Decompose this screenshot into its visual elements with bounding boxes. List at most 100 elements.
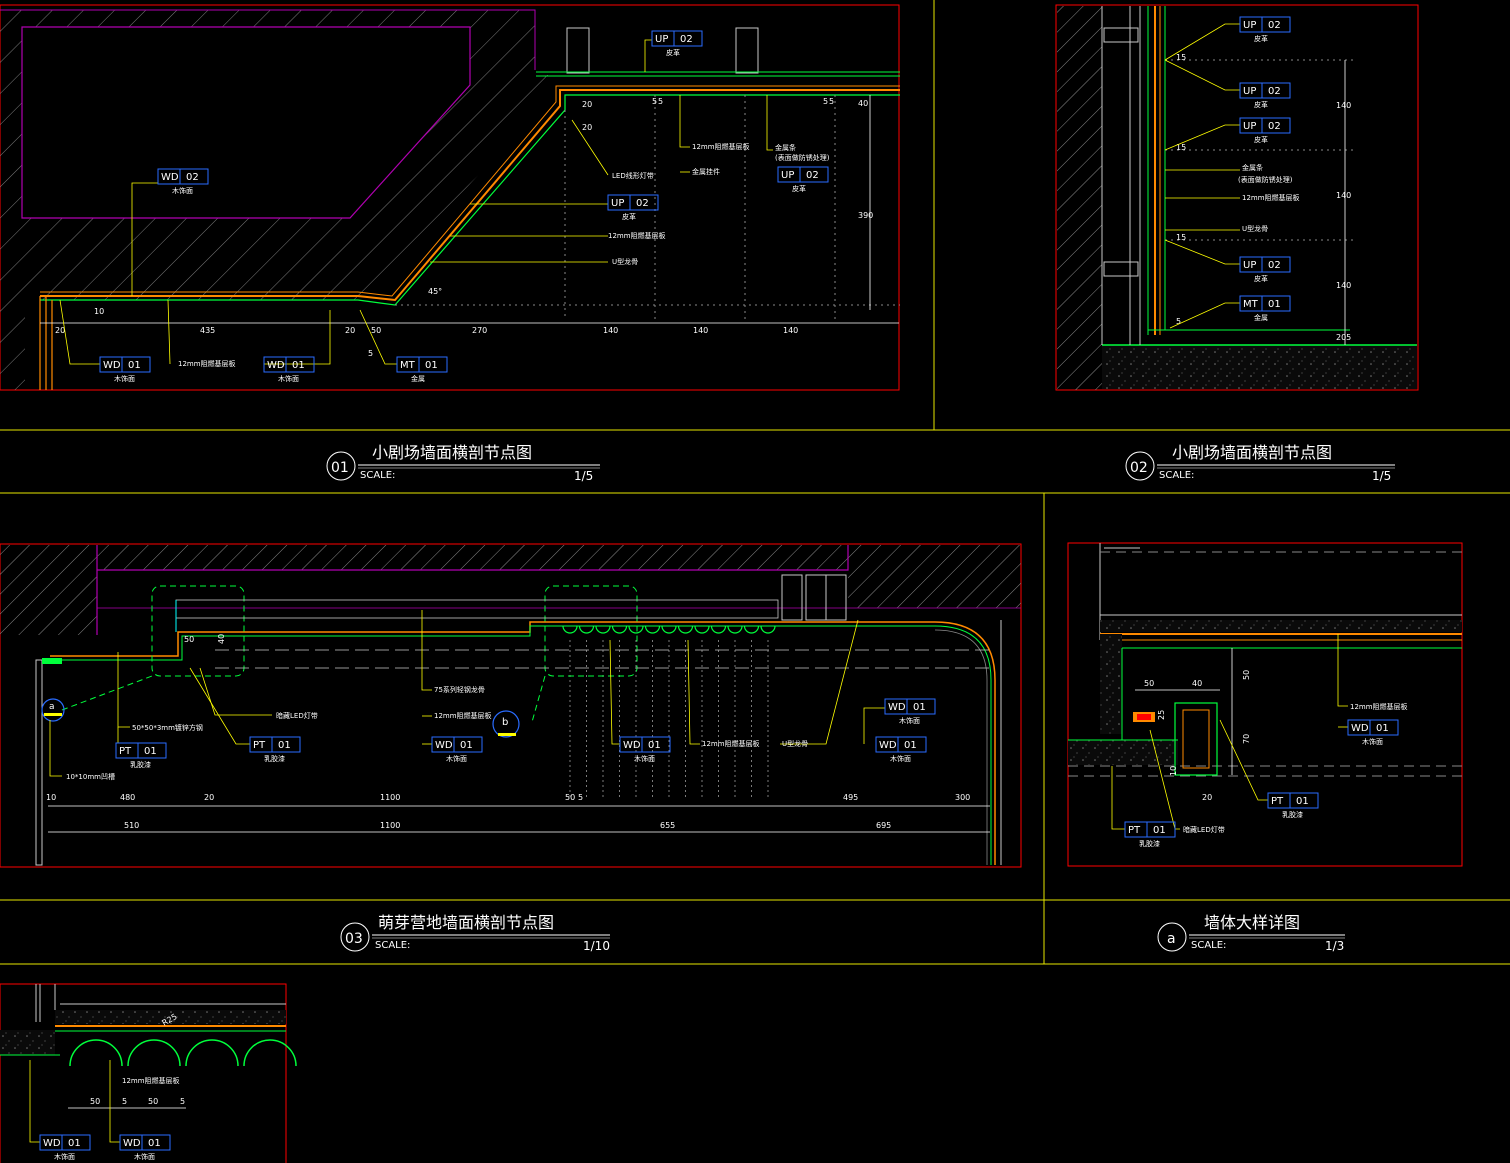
dim-label: 10 [1169, 766, 1178, 776]
drawing-number: 01 [331, 460, 349, 476]
dim-label: 1100 [380, 793, 400, 802]
tag-code: PT [1271, 796, 1284, 807]
detail-a-wall: 50 40 50 70 10 20 25 12mm阻燃基层板 暗藏LED灯带 W… [1067, 542, 1463, 867]
drawing-number: 02 [1130, 460, 1148, 476]
tag-code: WD [103, 360, 121, 371]
tag-number: 02 [680, 34, 693, 45]
scallop-ribs [69, 1039, 297, 1067]
tag-code: MT [400, 360, 416, 371]
tag-number: 02 [186, 172, 199, 183]
scallop-ribs [562, 625, 776, 800]
dim-label: 15 [1176, 143, 1186, 152]
dim-label: 20 [582, 100, 592, 109]
tag-code: PT [1128, 825, 1141, 836]
scallop-rib [710, 625, 727, 634]
tag-code: WD [43, 1138, 61, 1149]
dim-label: 15 [1176, 53, 1186, 62]
scale-label: SCALE: [1191, 940, 1226, 951]
tag-code: UP [781, 170, 794, 181]
dim-label: 5 [823, 97, 828, 106]
tag-number: 01 [648, 740, 661, 751]
drawing-number: 03 [345, 931, 363, 947]
drawing-title: 小剧场墙面横剖节点图 [1172, 443, 1332, 462]
tag-code: WD [1351, 723, 1369, 734]
dim-label: 50 [90, 1097, 100, 1106]
dim-label: 205 [1336, 333, 1351, 342]
scallop-rib [578, 625, 595, 634]
tag-material: 皮革 [792, 184, 806, 193]
note-text: 暗藏LED灯带 [1183, 825, 1225, 834]
dim-label: 495 [843, 793, 858, 802]
material-tag: WD 01 木饰面 [619, 736, 671, 763]
tag-material: 木饰面 [634, 754, 655, 763]
tag-code: WD [123, 1138, 141, 1149]
dim-label: 40 [858, 99, 868, 108]
tag-code: WD [435, 740, 453, 751]
tag-material: 乳胶漆 [1139, 839, 1160, 848]
title-block-01: 01 小剧场墙面横剖节点图 SCALE: 1/5 [326, 443, 600, 483]
tag-material: 木饰面 [1362, 737, 1383, 746]
note-text: 金属条 [1242, 163, 1263, 172]
tag-number: 01 [913, 702, 926, 713]
dim-label: 5 [658, 97, 663, 106]
dim-label: 140 [603, 326, 618, 335]
tag-material: 木饰面 [54, 1152, 75, 1161]
note-text: 12mm阻燃基层板 [122, 1076, 180, 1085]
scallop-rib [562, 625, 578, 634]
scallop-rib [127, 1039, 181, 1067]
dim-label: 50 [1242, 670, 1251, 680]
section-mark-a: a [49, 702, 55, 712]
drawing-title: 小剧场墙面横剖节点图 [372, 443, 532, 462]
tag-number: 01 [904, 740, 917, 751]
tag-number: 02 [806, 170, 819, 181]
note-text: 10*10mm凹槽 [66, 772, 115, 781]
tag-material: 皮革 [666, 48, 680, 57]
scale-label: SCALE: [1159, 470, 1194, 481]
tag-code: WD [888, 702, 906, 713]
dim-label: 40 [1192, 679, 1202, 688]
dim-label: 20 [55, 326, 65, 335]
drawing-title: 墙体大样详图 [1204, 913, 1300, 932]
note-text: 金属挂件 [692, 167, 720, 176]
sheet-grid-lines [0, 0, 1510, 965]
tag-code: UP [1243, 121, 1256, 132]
drawing-number: a [1167, 931, 1176, 947]
dim-label: 695 [876, 821, 891, 830]
dim-label: 20 [582, 123, 592, 132]
scallop-rib [743, 625, 760, 634]
tag-material: 木饰面 [446, 754, 467, 763]
tag-number: 01 [1153, 825, 1166, 836]
tag-number: 01 [1268, 299, 1281, 310]
note-text: 12mm阻燃基层板 [692, 142, 750, 151]
tag-number: 01 [148, 1138, 161, 1149]
dim-label: 50 [184, 635, 194, 644]
tag-code: WD [623, 740, 641, 751]
tag-number: 02 [1268, 260, 1281, 271]
tag-material: 金属 [1254, 313, 1268, 322]
note-text: LED线形灯带 [612, 171, 654, 180]
scallop-rib [644, 625, 661, 634]
tag-material: 皮革 [622, 212, 636, 221]
dim-label: 1100 [380, 821, 400, 830]
tag-material: 乳胶漆 [130, 760, 151, 769]
tag-material: 皮革 [1254, 100, 1268, 109]
scallop-rib [694, 625, 710, 634]
section-mark-b: b [502, 717, 508, 728]
dim-label: 50 [371, 326, 381, 335]
tag-number: 01 [1296, 796, 1309, 807]
tag-code: MT [1243, 299, 1259, 310]
tag-number: 01 [425, 360, 438, 371]
dim-label: 10 [46, 793, 56, 802]
tag-code: WD [879, 740, 897, 751]
